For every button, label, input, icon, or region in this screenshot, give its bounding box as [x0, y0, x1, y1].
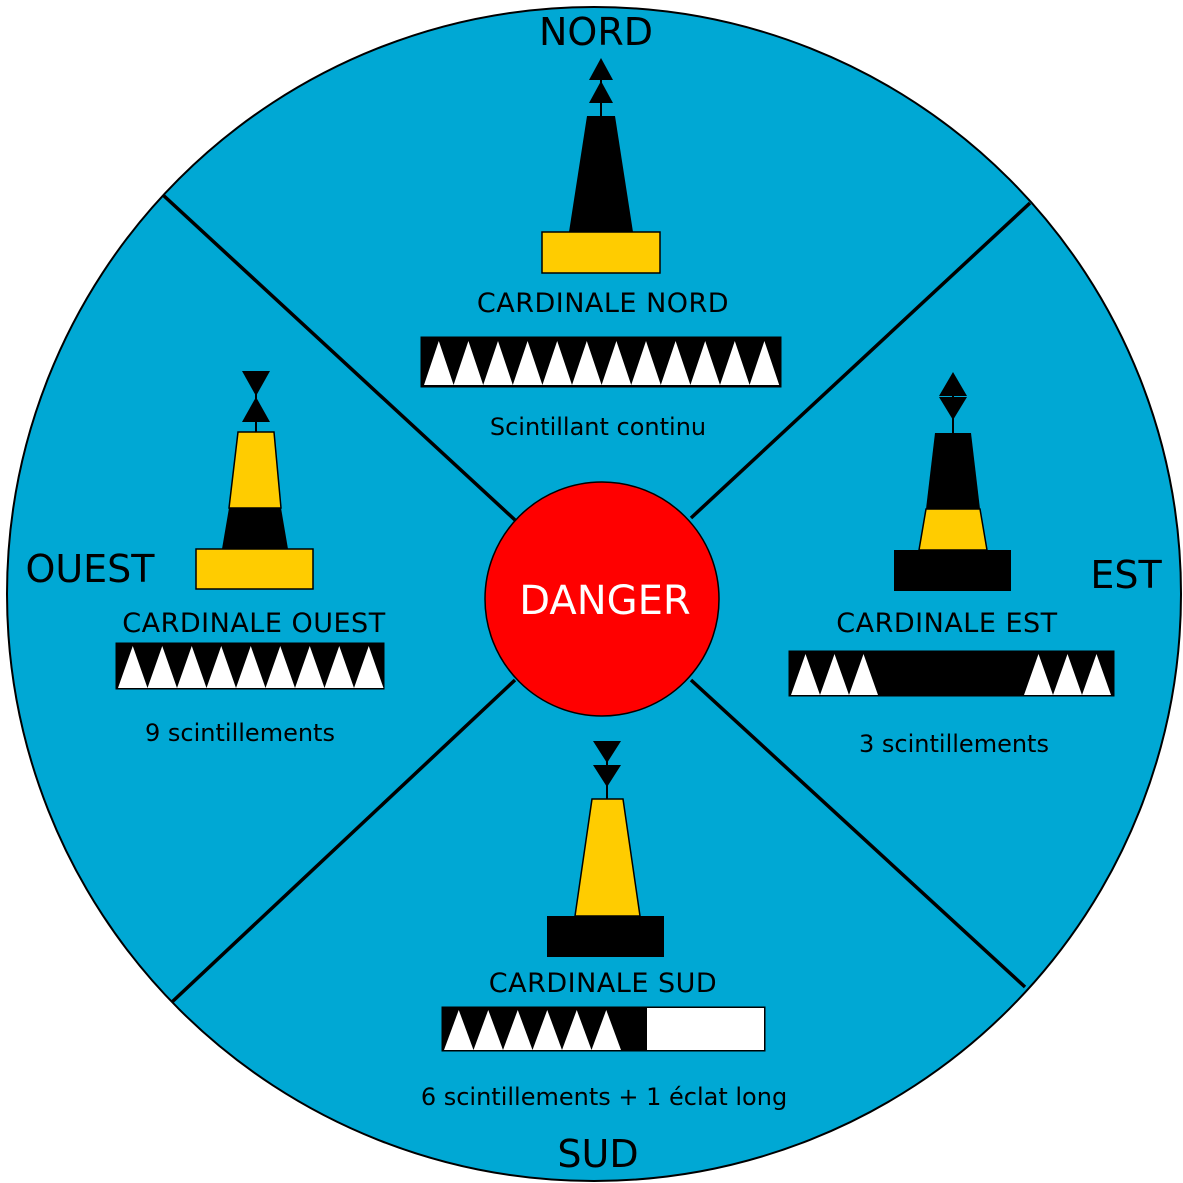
- nord-flash-11: [720, 341, 750, 385]
- nord-flash-3: [483, 341, 513, 385]
- est-topmark-cone-lower-icon: [939, 397, 967, 420]
- ouest-flash-2: [147, 646, 177, 688]
- ouest-caption: 9 scintillements: [145, 719, 335, 747]
- ouest-flash-5: [236, 646, 266, 688]
- sud-title: CARDINALE SUD: [489, 968, 717, 999]
- sud-flash-1: [444, 1010, 474, 1050]
- est-buoy-body-black-top: [926, 433, 980, 509]
- nord-flash-4: [512, 341, 543, 385]
- divider-se: [689, 678, 1027, 989]
- nord-flash-7: [601, 341, 632, 385]
- nord-flash-6: [572, 341, 602, 385]
- sud-topmark-cone-upper-icon: [593, 741, 621, 763]
- sector-dividers: [161, 193, 1032, 1004]
- nord-topmark-cone-upper-icon: [589, 58, 613, 80]
- est-flash-3: [849, 654, 878, 695]
- sud-flash-5: [562, 1010, 592, 1050]
- nord-title: CARDINALE NORD: [477, 288, 729, 319]
- est-flash-repeat-1: [1024, 654, 1053, 695]
- ouest-flash-8: [324, 646, 354, 688]
- direction-est: EST: [1090, 553, 1162, 597]
- sud-flash-2: [473, 1010, 503, 1050]
- direction-ouest: OUEST: [25, 547, 155, 591]
- est-buoy-base-black: [894, 550, 1011, 591]
- nord-flash-9: [660, 341, 691, 385]
- ouest-flash-9: [354, 646, 384, 688]
- est-flash-2: [820, 654, 849, 695]
- sud-topmark-cone-lower-icon: [593, 765, 621, 787]
- buoy-nord: CARDINALE NORD Scintillant continu: [420, 58, 782, 441]
- ouest-buoy-body-black-band: [222, 508, 288, 549]
- buoy-est: CARDINALE EST 3 scintillements: [788, 372, 1115, 758]
- sud-long-flash: [647, 1008, 764, 1050]
- nord-flash-2: [453, 341, 484, 385]
- buoy-sud: CARDINALE SUD 6 scintillements + 1 éclat…: [421, 741, 787, 1111]
- sud-buoy-base-black: [547, 916, 664, 957]
- nord-flash-5: [542, 341, 572, 385]
- nord-buoy-body-black: [569, 116, 633, 232]
- est-flash-repeat-2: [1053, 654, 1082, 695]
- ouest-topmark-cone-upper-icon: [242, 371, 270, 396]
- danger-marker: DANGER: [484, 481, 720, 717]
- est-flash-repeat-3: [1082, 654, 1111, 695]
- direction-sud: SUD: [557, 1132, 638, 1176]
- ouest-flash-1: [118, 646, 148, 688]
- ouest-buoy-body-yellow-top: [228, 431, 282, 509]
- danger-circle: [484, 481, 720, 717]
- direction-nord: NORD: [539, 10, 653, 54]
- nord-flash-10: [690, 341, 720, 385]
- nord-caption: Scintillant continu: [490, 413, 706, 441]
- nord-light-rhythm: [420, 336, 782, 388]
- ouest-flash-7: [295, 646, 325, 688]
- nord-buoy-base-yellow: [541, 231, 661, 274]
- est-topmark-cone-upper-icon: [939, 372, 967, 396]
- danger-label: DANGER: [519, 578, 690, 624]
- divider-ne: [689, 201, 1032, 520]
- est-flash-1: [791, 654, 820, 695]
- nord-topmark-cone-lower-icon: [589, 81, 613, 103]
- ouest-topmark-cone-lower-icon: [242, 397, 270, 422]
- sud-flash-3: [503, 1010, 533, 1050]
- sud-flash-6: [591, 1010, 621, 1050]
- ouest-flash-4: [206, 646, 236, 688]
- est-buoy-body-yellow-band: [918, 508, 988, 551]
- est-title: CARDINALE EST: [836, 608, 1057, 639]
- ouest-buoy-base-yellow: [195, 548, 314, 590]
- sud-light-rhythm: [441, 1006, 766, 1052]
- ouest-flash-3: [177, 646, 207, 688]
- buoy-ouest: CARDINALE OUEST 9 scintillements: [115, 371, 385, 747]
- sud-flash-4: [532, 1010, 562, 1050]
- sud-caption: 6 scintillements + 1 éclat long: [421, 1083, 787, 1111]
- divider-sw: [170, 678, 517, 1004]
- nord-flash-8: [631, 341, 661, 385]
- divider-nw: [161, 193, 517, 522]
- nord-flash-1: [424, 341, 454, 385]
- nord-flash-12: [749, 341, 780, 385]
- est-caption: 3 scintillements: [859, 730, 1049, 758]
- ouest-flash-6: [265, 646, 295, 688]
- est-light-rhythm: [788, 650, 1115, 697]
- ouest-title: CARDINALE OUEST: [122, 608, 385, 639]
- ouest-light-rhythm: [115, 642, 385, 690]
